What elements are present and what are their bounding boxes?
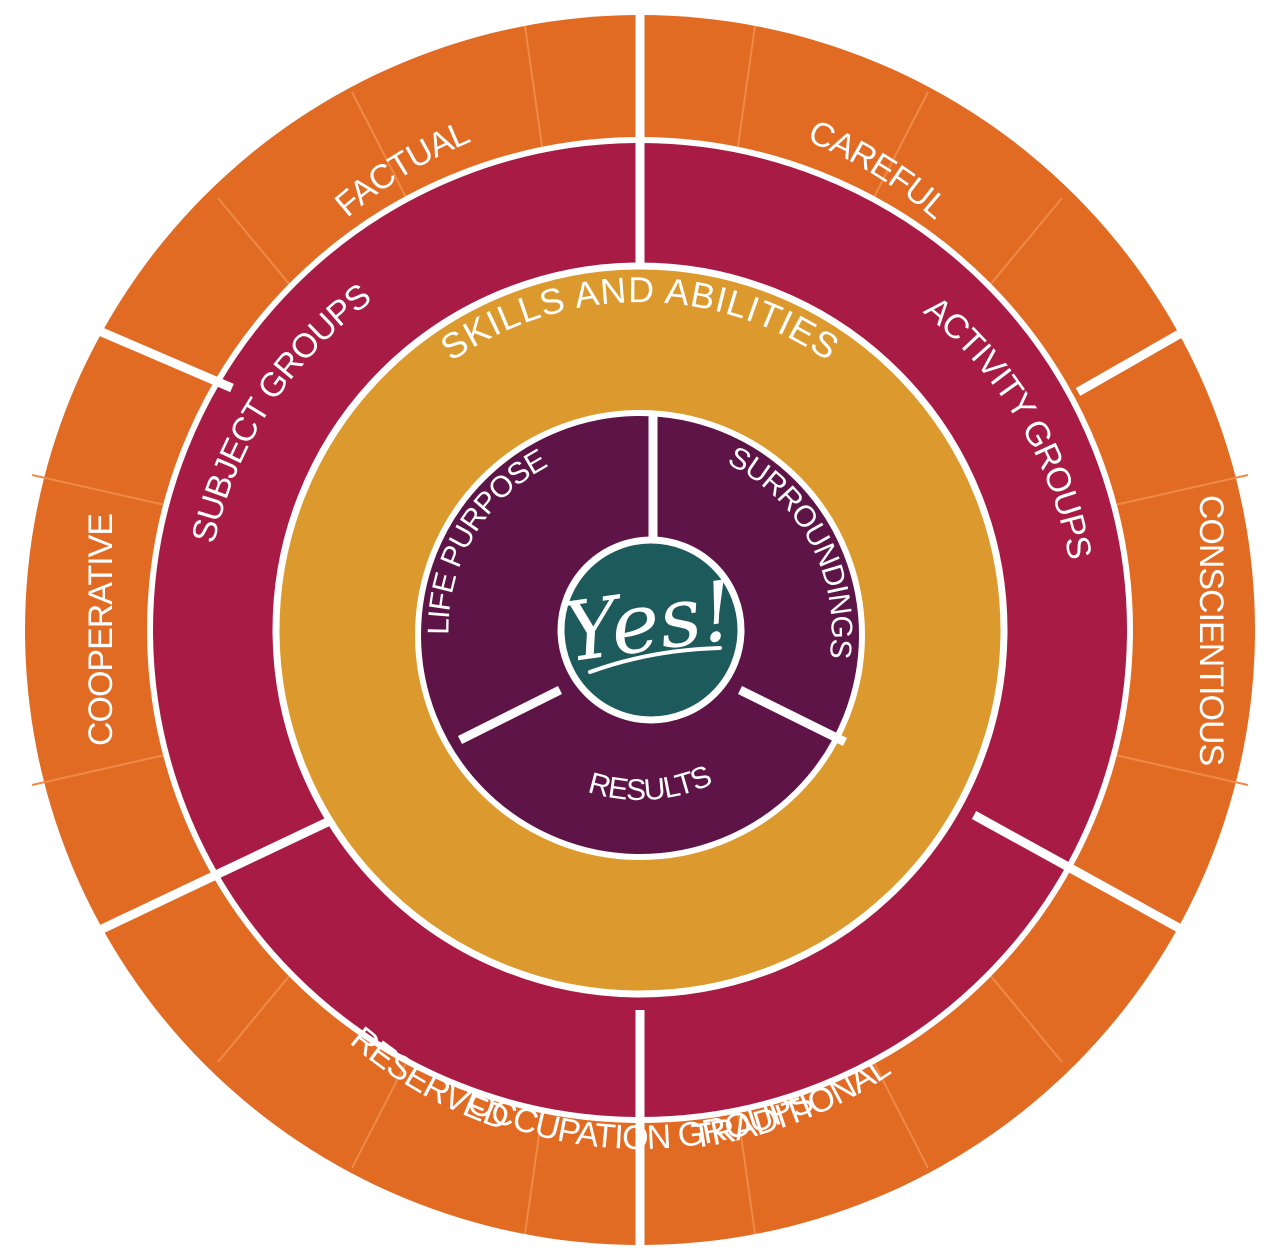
label-cooperative: COOPERATIVE	[82, 514, 120, 746]
yes-logo-swash	[588, 646, 722, 674]
label-conscientious: CONSCIENTIOUS	[1192, 495, 1230, 766]
yes-logo	[557, 536, 745, 724]
outer-ring-subdivision-lines	[31, 25, 1249, 1235]
inner-ring-separators	[457, 413, 847, 747]
ring-separator-lines	[81, 10, 1200, 1252]
yes-logo-text: Yes!	[558, 564, 740, 682]
